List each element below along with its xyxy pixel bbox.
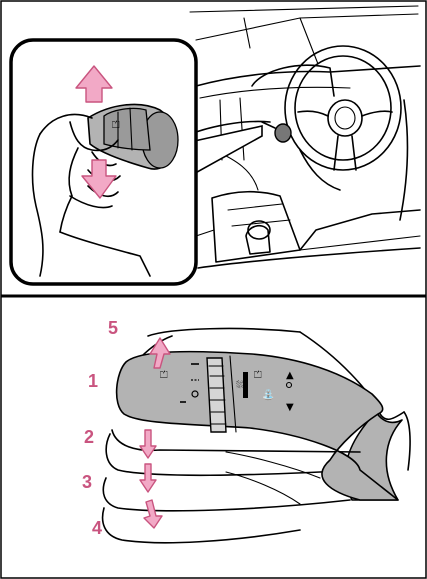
label-position-3: 3	[82, 472, 92, 492]
speed-bar	[243, 372, 248, 398]
lever-mini-symbol: ⏍	[112, 119, 120, 131]
label-position-2: 2	[84, 427, 94, 447]
up-triangle-symbol: ▲	[286, 370, 294, 381]
lever-ring	[207, 358, 226, 432]
label-position-5: 5	[108, 318, 118, 338]
int-wiper-symbol: ⛆	[236, 380, 244, 391]
down-triangle-symbol: ▼	[286, 402, 294, 413]
wiper-lever-location	[275, 124, 291, 142]
label-position-4: 4	[92, 518, 102, 538]
mist-symbol: ⏍	[160, 369, 168, 381]
washer-symbol: ⛲	[262, 388, 274, 401]
front-wiper-symbol: ⏍	[254, 369, 262, 381]
label-position-1: 1	[88, 371, 98, 391]
